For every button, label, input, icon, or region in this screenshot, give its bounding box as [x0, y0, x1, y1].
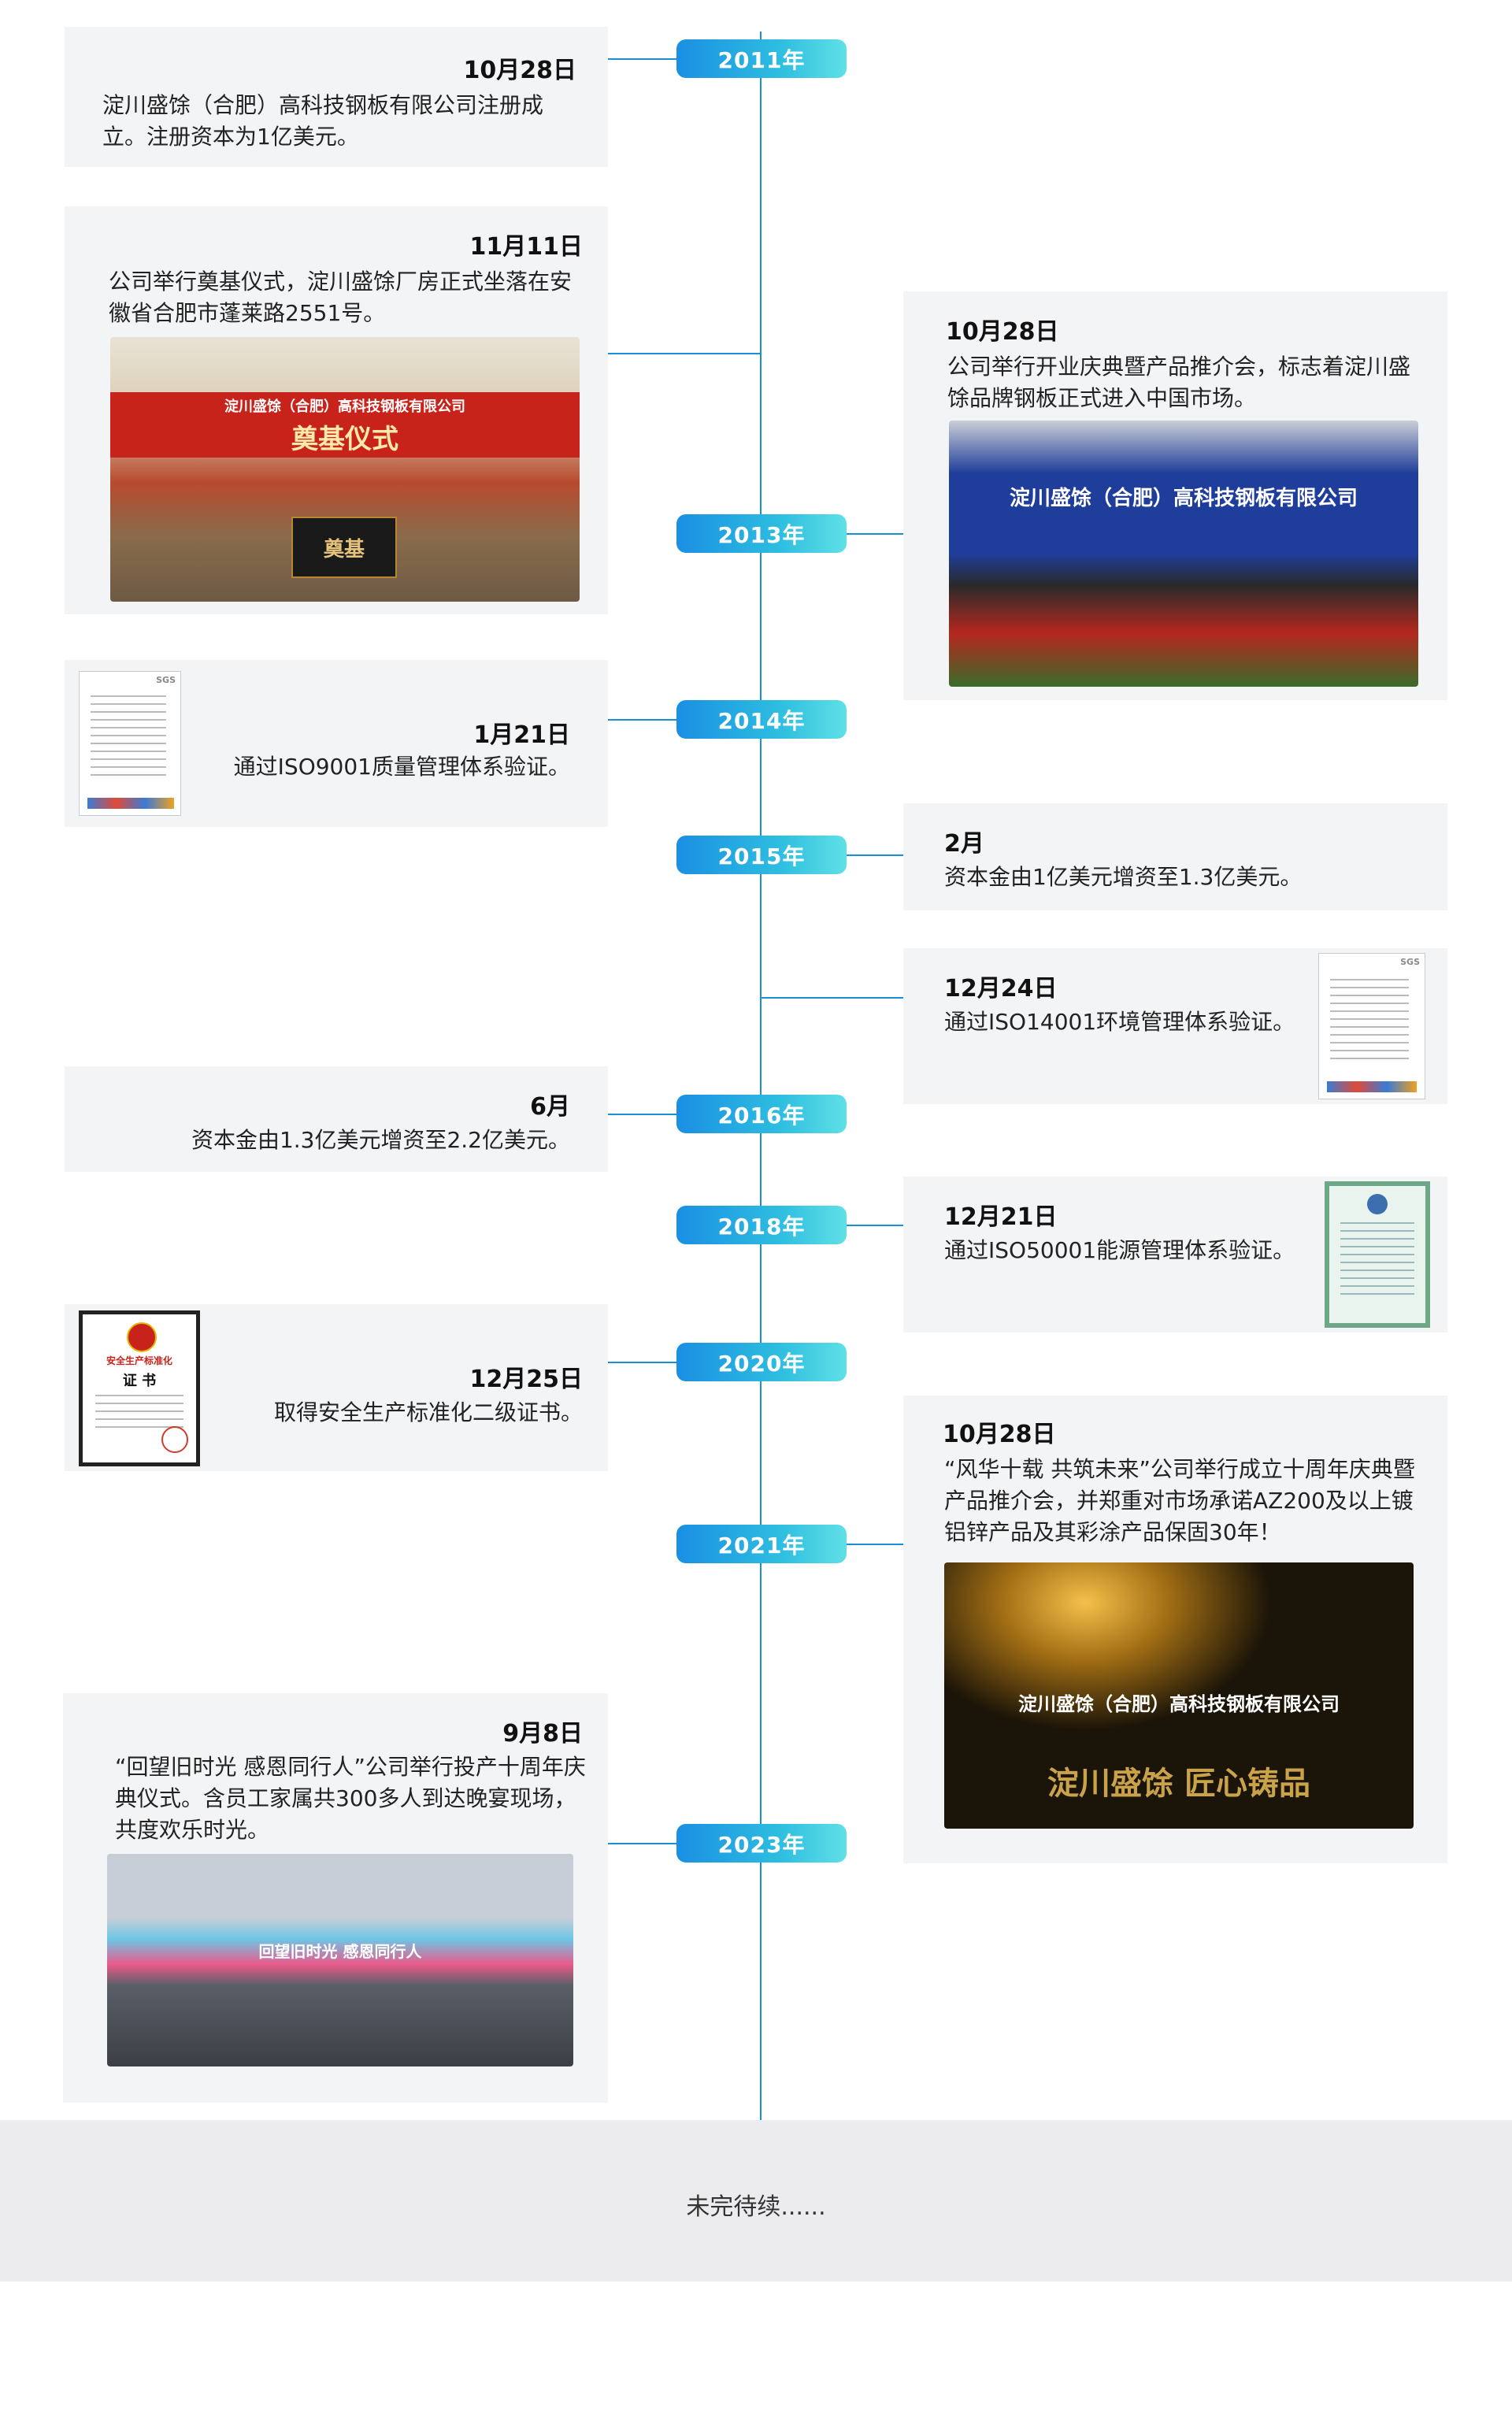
event-text: “回望旧时光 感恩同行人”公司举行投产十周年庆典仪式。含员工家属共300多人到达… — [115, 1754, 586, 1843]
event-card-groundbreaking: 11月11日 公司举行奠基仪式，淀川盛馀厂房正式坐落在安徽省合肥市蓬莱路2551… — [65, 206, 608, 614]
anniversary-stage-photo: 淀川盛馀（合肥）高科技钢板有限公司 淀川盛馀 匠心铸品 — [944, 1562, 1414, 1829]
opening-ceremony-photo: 淀川盛馀（合肥）高科技钢板有限公司 — [949, 421, 1418, 687]
year-badge-2020: 2020年 — [676, 1343, 847, 1381]
photo-calligraphy-text: 淀川盛馀 匠心铸品 — [1047, 1766, 1310, 1802]
event-date: 2月 — [944, 830, 984, 858]
event-date: 1月21日 — [473, 721, 570, 749]
event-card-iso14001: 12月24日 通过ISO14001环境管理体系验证。 SGS — [903, 948, 1447, 1104]
connector — [608, 1362, 676, 1363]
sgs-logo-icon: SGS — [1400, 957, 1420, 967]
event-date: 12月25日 — [469, 1366, 584, 1393]
certificate-title: 安全生产标准化 — [106, 1355, 172, 1366]
year-badge-2014: 2014年 — [676, 700, 847, 739]
event-text: “风华十载 共筑未来”公司举行成立十周年庆典暨产品推介会，并郑重对市场承诺AZ2… — [944, 1456, 1415, 1545]
event-text: 淀川盛馀（合肥）高科技钢板有限公司注册成立。注册资本为1亿美元。 — [102, 92, 544, 150]
groundbreaking-photo: 淀川盛馀（合肥）高科技钢板有限公司 奠基仪式 奠基 — [110, 337, 580, 602]
sgs-logo-icon: SGS — [156, 675, 176, 685]
certificate-marks — [1327, 1081, 1417, 1092]
event-text: 通过ISO9001质量管理体系验证。 — [233, 754, 570, 780]
event-date: 12月24日 — [944, 975, 1058, 1003]
event-card-safety-certificate: 安全生产标准化 证 书 12月25日 取得安全生产标准化二级证书。 — [65, 1304, 608, 1471]
year-badge-2015: 2015年 — [676, 836, 847, 874]
event-card-capital-increase-2016: 6月 资本金由1.3亿美元增资至2.2亿美元。 — [65, 1066, 608, 1172]
event-text: 资本金由1亿美元增资至1.3亿美元。 — [944, 864, 1303, 890]
photo-banner-text: 淀川盛馀（合肥）高科技钢板有限公司 — [1009, 487, 1358, 510]
event-text: 资本金由1.3亿美元增资至2.2亿美元。 — [191, 1127, 570, 1153]
connector — [608, 58, 676, 60]
event-date: 10月28日 — [463, 57, 577, 84]
event-card-opening-ceremony: 10月28日 公司举行开业庆典暨产品推介会，标志着淀川盛馀品牌钢板正式进入中国市… — [903, 291, 1447, 700]
certificate-lines — [1330, 979, 1409, 1066]
iso14001-certificate-image: SGS — [1318, 953, 1425, 1099]
photo-banner-text: 淀川盛馀（合肥）高科技钢板有限公司 — [110, 392, 580, 419]
iso9001-certificate-image: SGS — [79, 671, 181, 816]
photo-banner-text: 淀川盛馀（合肥）高科技钢板有限公司 — [1018, 1693, 1340, 1715]
event-text: 通过ISO50001能源管理体系验证。 — [944, 1237, 1295, 1263]
connector — [608, 1843, 676, 1844]
year-badge-2021: 2021年 — [676, 1525, 847, 1563]
certificate-marks — [87, 798, 174, 809]
event-card-iso50001: 12月21日 通过ISO50001能源管理体系验证。 — [903, 1177, 1447, 1333]
event-date: 9月8日 — [502, 1720, 583, 1748]
event-card-2011-registration: 10月28日 淀川盛馀（合肥）高科技钢板有限公司注册成立。注册资本为1亿美元。 — [65, 27, 608, 167]
event-card-capital-increase-2015: 2月 资本金由1亿美元增资至1.3亿美元。 — [903, 803, 1447, 910]
connector — [847, 854, 903, 856]
connector — [762, 997, 903, 999]
year-badge-2011: 2011年 — [676, 39, 847, 78]
connector — [847, 533, 903, 535]
event-card-tenth-anniversary: 10月28日 “风华十载 共筑未来”公司举行成立十周年庆典暨产品推介会，并郑重对… — [903, 1396, 1447, 1863]
event-card-iso9001: SGS 1月21日 通过ISO9001质量管理体系验证。 — [65, 660, 608, 827]
year-badge-2023: 2023年 — [676, 1824, 847, 1863]
timeline-axis — [760, 32, 762, 2126]
event-text: 取得安全生产标准化二级证书。 — [273, 1399, 583, 1425]
event-date: 10月28日 — [943, 1421, 1056, 1448]
event-card-production-anniversary: 9月8日 “回望旧时光 感恩同行人”公司举行投产十周年庆典仪式。含员工家属共30… — [63, 1693, 608, 2103]
national-emblem-icon — [127, 1322, 157, 1352]
event-date: 12月21日 — [944, 1203, 1058, 1231]
connector — [608, 719, 676, 721]
event-text: 通过ISO14001环境管理体系验证。 — [944, 1009, 1295, 1035]
photo-banner-text: 回望旧时光 感恩同行人 — [258, 1942, 422, 1961]
event-text: 公司举行奠基仪式，淀川盛馀厂房正式坐落在安徽省合肥市蓬莱路2551号。 — [109, 269, 573, 326]
event-date: 10月28日 — [946, 318, 1059, 346]
connector — [608, 353, 760, 354]
foundation-stone-text: 奠基 — [323, 537, 365, 562]
certificate-lines — [91, 695, 166, 782]
iso50001-certificate-image — [1325, 1181, 1430, 1328]
year-badge-2013: 2013年 — [676, 514, 847, 553]
event-date: 6月 — [530, 1093, 570, 1121]
year-badge-2018: 2018年 — [676, 1206, 847, 1244]
safety-certificate-image: 安全生产标准化 证 书 — [79, 1310, 200, 1466]
certificate-seal-icon — [1367, 1194, 1388, 1214]
group-photo: 回望旧时光 感恩同行人 — [107, 1854, 573, 2066]
year-badge-2016: 2016年 — [676, 1095, 847, 1133]
connector — [608, 1114, 676, 1115]
event-date: 11月11日 — [469, 233, 584, 261]
certificate-stamp-icon — [161, 1426, 188, 1453]
connector — [847, 1225, 903, 1226]
event-text: 公司举行开业庆典暨产品推介会，标志着淀川盛馀品牌钢板正式进入中国市场。 — [947, 354, 1411, 411]
certificate-subtitle: 证 书 — [122, 1373, 157, 1389]
certificate-lines — [1340, 1222, 1414, 1301]
photo-title-text: 奠基仪式 — [110, 416, 580, 458]
foundation-stone: 奠基 — [291, 517, 397, 578]
connector — [847, 1544, 903, 1545]
to-be-continued-text: 未完待续...... — [686, 2193, 826, 2221]
footer: 未完待续...... — [0, 2120, 1512, 2281]
